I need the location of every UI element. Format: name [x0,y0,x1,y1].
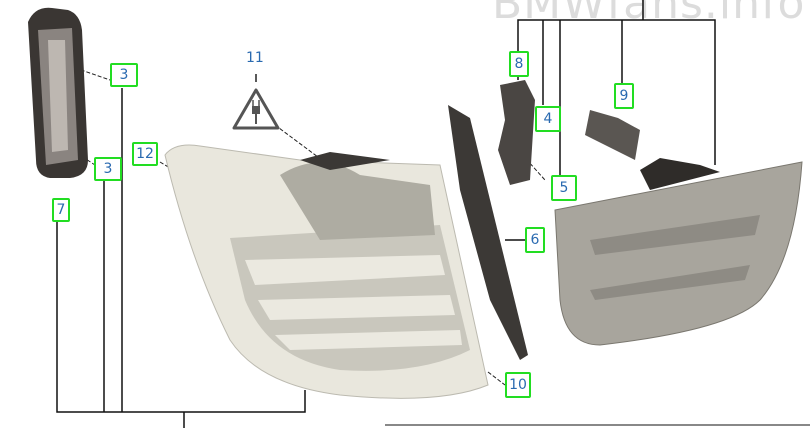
leader-lines [56,0,810,428]
callout-5[interactable]: 5 [551,175,577,201]
label-11[interactable]: 11 [246,50,264,66]
socket-part [585,110,640,160]
electrical-plug-warning-icon [232,74,280,130]
callout-9[interactable]: 9 [614,83,634,109]
gasket-strip [448,105,528,360]
watermark: BMWfans.info [492,0,806,29]
tail-light-inner [554,158,803,346]
bulb-carrier-right [498,80,535,185]
callout-12[interactable]: 12 [132,142,158,166]
callout-3-lower[interactable]: 3 [94,157,122,181]
callout-6[interactable]: 6 [525,227,545,253]
callout-4[interactable]: 4 [535,106,561,132]
bulb-carrier-left [28,7,88,179]
callout-3-upper[interactable]: 3 [110,63,138,87]
callout-7[interactable]: 7 [52,198,70,222]
tail-light-outer [164,144,489,399]
callout-8[interactable]: 8 [509,51,529,77]
callout-10[interactable]: 10 [505,372,531,398]
